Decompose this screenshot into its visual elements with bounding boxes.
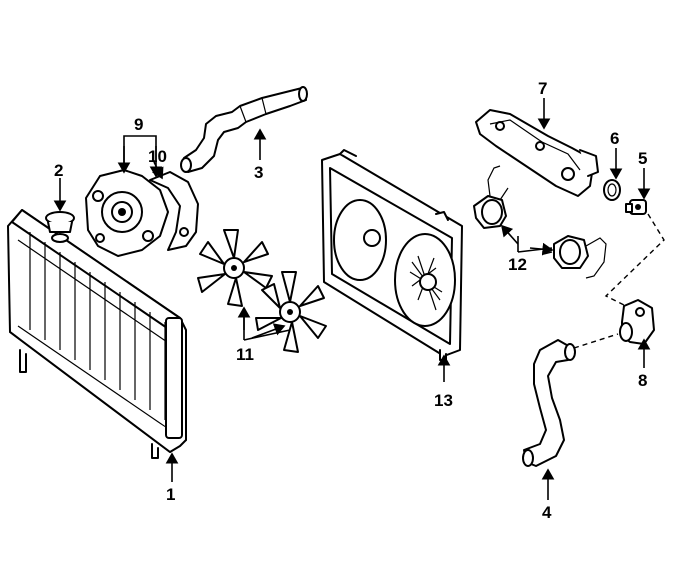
callout-5: 5 — [638, 149, 647, 168]
callout-10: 10 — [148, 147, 167, 166]
callout-7: 7 — [538, 79, 547, 98]
water-pump[interactable] — [85, 169, 169, 257]
callout-6: 6 — [610, 129, 619, 148]
assembly-dashed-lines — [573, 213, 665, 349]
upper-radiator-hose[interactable] — [180, 86, 308, 173]
fan-motor-upper[interactable] — [473, 165, 509, 229]
callout-11: 11 — [236, 345, 254, 364]
fan-motor-lower[interactable] — [543, 235, 607, 279]
radiator-cap[interactable] — [45, 211, 75, 243]
thermostat-gasket[interactable] — [603, 179, 621, 201]
callout-9: 9 — [134, 115, 143, 134]
water-inlet[interactable] — [619, 299, 655, 345]
callout-1: 1 — [166, 485, 175, 504]
callout-labels: 1 2 3 4 5 6 7 8 9 10 11 12 13 — [54, 79, 647, 522]
temperature-sensor[interactable] — [625, 199, 647, 215]
fan-shroud[interactable] — [321, 149, 463, 361]
callout-13: 13 — [434, 391, 453, 410]
radiator[interactable] — [7, 209, 187, 459]
callout-3: 3 — [254, 163, 263, 182]
leader-lines — [53, 98, 651, 500]
callout-4: 4 — [542, 503, 552, 522]
water-pump-gasket[interactable] — [149, 171, 199, 251]
water-outlet-housing[interactable] — [475, 109, 599, 197]
callout-2: 2 — [54, 161, 63, 180]
lower-radiator-hose[interactable] — [522, 339, 576, 467]
callout-12: 12 — [508, 255, 527, 274]
cooling-fan-right[interactable] — [255, 271, 327, 353]
cooling-fan-left[interactable] — [197, 229, 273, 307]
callout-8: 8 — [638, 371, 647, 390]
